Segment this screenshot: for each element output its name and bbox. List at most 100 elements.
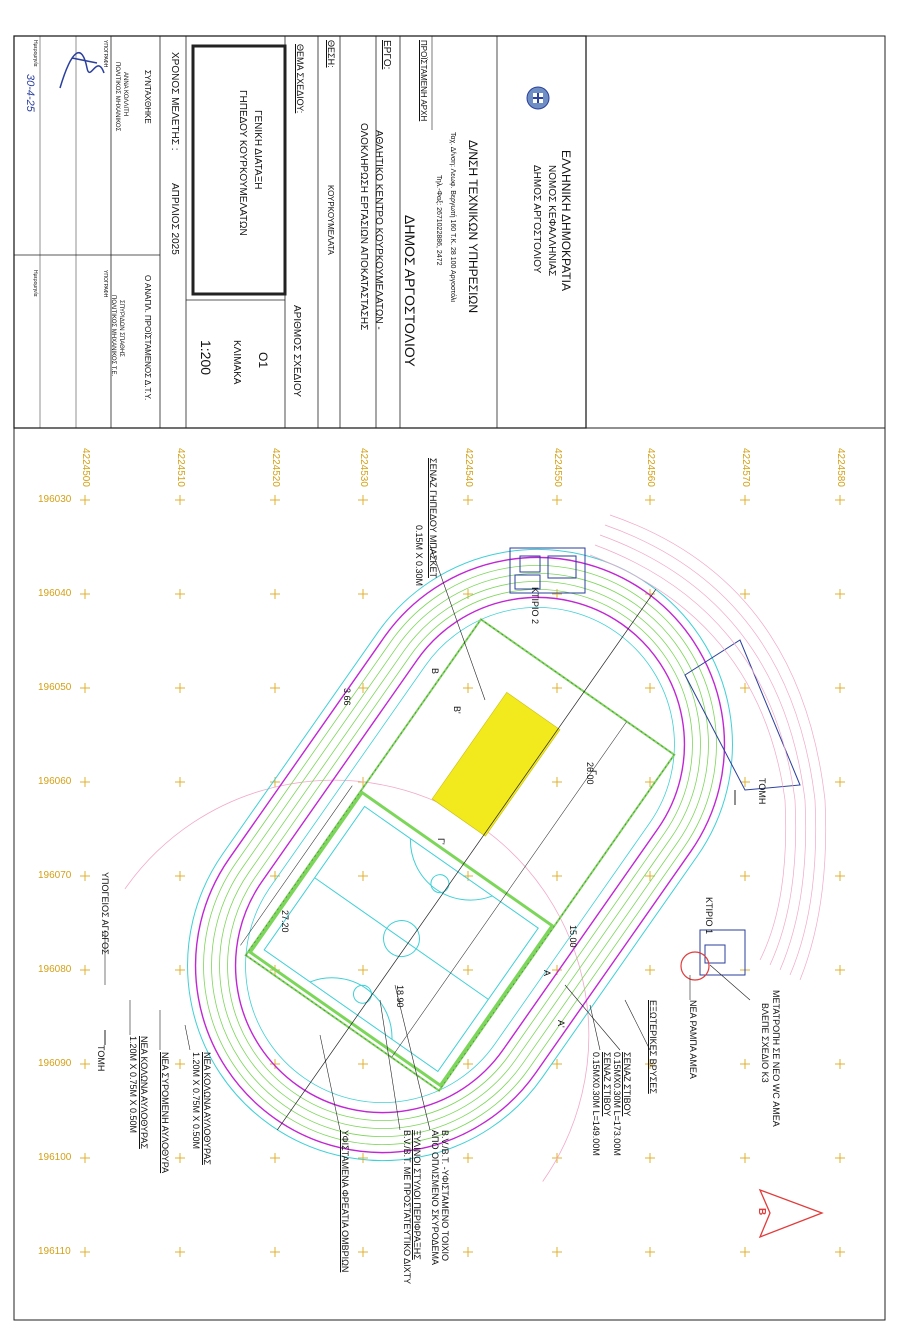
section-label-top: ΤΟΜΗ [757,778,767,805]
column2-line1: ΝΕΑ ΚΟΛΩΝΑ ΑΥΛΟΘΥΡΑΣ [139,1036,149,1149]
track-fence2: ΣΕΝΑΖ ΣΤΙΒΟΥ [602,1052,612,1117]
building2-label: ΚΤΙΡΙΟ 2 [530,587,540,625]
leader-lines [104,544,751,1131]
prefecture-text: ΝΟΜΟΣ ΚΕΦΑΛΛΗΝΙΑΣ [546,165,557,277]
northing-label: 4224500 [80,448,91,487]
building-1 [699,929,746,976]
date-label-right: Ημερομηνία [32,270,38,297]
easting-label: 196100 [38,1152,72,1163]
approver-title: ΠΟΛΙΤΙΚΟΣ ΜΗΧΑΝΙΚΟΣ Τ.Ε. [110,295,116,377]
approver-name: ΣΠΥΡΙΔΩΝ ΣΠΑΘΗΣ [118,300,124,357]
northing-label: 4224550 [552,448,563,487]
building-2 [509,547,586,594]
track [187,548,733,1162]
section-axis [276,589,657,1131]
north-label: Β [756,1208,767,1216]
dim-1500: 15.00 [568,925,578,948]
stadium-group [124,548,733,1182]
sliding-gate: ΝΕΑ ΣΥΡΟΜΕΝΗ ΑΥΛΟΘΥΡΑ [160,1052,170,1174]
basketball-court [248,790,555,1088]
column1-line1: ΝΕΑ ΚΟΛΩΝΑ ΑΥΛΟΘΥΡΑΣ [202,1052,212,1165]
poles-line2: Β.V./Β.Τ. ΜΕ ΠΡΟΣΤΑΤΕΥΤΙΚΟ ΔΙΧΤΥ [402,1130,412,1285]
mark-b2: Β' [452,706,462,714]
section-label-bottom: ΤΟΜΗ [96,1045,106,1072]
wc-line1: ΜΕΤΑΤΡΟΠΗ ΣΕ ΝΕΟ WC ΑΜΕΑ [771,990,781,1127]
scale-label: ΚΛΙΜΑΚΑ [231,340,242,385]
address-text: Ταχ. Δ/νση: Λεωφ. Βεργωτή 160 Τ.Κ. 28 10… [449,132,456,302]
north-arrow [758,1188,824,1239]
wall-line1: Β.V./Β.Τ. -ΥΦΙΣΤΑΜΕΝΟ ΤΟΙΧΙΟ [440,1130,450,1261]
poles-line1: ΞΥΛΙΝΟΙ ΣΤΥΛΟΙ ΠΕΡΙΦΡΑΞΗΣ [412,1130,422,1260]
compiler-name: ΑΝΝΑ ΚΟΛΛΙΤΗ [122,72,128,117]
northing-label: 4224560 [645,448,656,487]
yellow-area [431,691,561,837]
mark-b: Β [430,668,440,675]
mark-g2: Γ' [436,838,446,845]
date-label-left: Ημερομηνία [32,40,38,67]
fountains-label: ΕΞΩΤΕΡΙΚΕΣ ΒΡΥΣΕΣ [648,1000,658,1094]
grandstand [684,639,801,791]
manholes-label: ΥΦΙΣΤΑΜΕΝΑ ΦΡΕΑΤΙΑ ΟΜΒΡΙΩΝ [340,1130,350,1273]
department-text: Δ/ΝΣΗ ΤΕΧΝΙΚΩΝ ΥΠΗΡΕΣΙΩΝ [466,140,480,314]
stand-arcs [589,514,827,981]
wall-line2: ΑΠΟ ΟΠΛΙΣΜΕΝΟ ΣΚΥΡΟΔΕΜΑ [430,1130,440,1265]
basket-fence-dim: 0.15Μ Χ 0.30Μ [414,525,424,587]
easting-label: 196050 [38,682,72,693]
authority-label: ΠΡΟΪΣΤΑΜΕΝΗ ΑΡΧΗ [419,40,428,122]
subject-label: ΘΕΜΑ ΣΧΕΔΙΟΥ: [295,44,305,114]
track-fence1-dim: 0.15ΜΧ0.30Μ L=173.00Μ [612,1052,622,1156]
basket-fence-label: ΣΕΝΑΖ ΓΗΠΕΔΟΥ ΜΠΑΣΚΕΤ [428,458,438,578]
northing-label: 4224580 [835,448,846,487]
compiled-label: ΣΥΝΤΑΧΘΗΚΕ [143,70,152,124]
drain-label: ΥΠΟΓΕΙΟΣ ΑΓΩΓΟΣ [100,872,110,955]
municipality-text: ΔΗΜΟΣ ΑΡΓΟΣΤΟΛΙΟΥ [531,165,542,274]
drawing-no-label: ΑΡΙΘΜΟΣ ΣΧΕΔΙΟΥ [291,305,302,398]
track-fence1: ΣΕΝΑΖ ΣΤΙΒΟΥ [622,1052,632,1117]
northing-label: 4224570 [740,448,751,487]
subject-line2: ΓΗΠΕΔΟΥ ΚΟΥΡΚΟΥΜΕΛΑΤΩΝ [237,90,248,236]
wc-line2: ΒΛΕΠΕ ΣΧΕΔΙΟ Κ3 [760,1003,770,1083]
study-time-label: ΧΡΟΝΟΣ ΜΕΛΕΤΗΣ : [169,52,180,151]
easting-label: 196030 [38,494,72,505]
mark-a: Α [542,970,552,977]
easting-label: 196070 [38,870,72,881]
location-value: ΚΟΥΡΚΟΥΜΕΛΑΤΑ [326,185,335,255]
signature-label-right: ΥΠΟΓΡΑΦΗ [102,270,108,298]
easting-label: 196110 [38,1246,71,1257]
northing-label: 4224510 [175,448,186,487]
compiler-title: ΠΟΛΙΤΙΚΟΣ ΜΗΧΑΝΙΚΟΣ [114,62,120,132]
project-line1: ΑΘΛΗΤΙΚΟ ΚΕΝΤΡΟ ΚΟΥΡΚΟΥΜΕΛΑΤΩΝ - [373,130,384,330]
approver-label: Ο ΑΝΑΠΛ. ΠΡΟΪΣΤΑΜΕΝΟΣ Δ.Τ.Υ. [143,275,152,401]
date-value: 30-4-25 [24,74,36,112]
subject-box [191,44,287,296]
drawing-no: Ο1 [256,352,270,369]
wc-marker-circle [680,951,710,981]
building1-label: ΚΤΙΡΙΟ 1 [704,897,714,935]
dim-2720: 27.20 [280,910,290,933]
northing-label: 4224520 [270,448,281,487]
field-outline [244,617,676,1093]
easting-label: 196080 [38,964,72,975]
easting-label: 196090 [38,1058,72,1069]
subject-line1: ΓΕΝΙΚΗ ΔΙΑΤΑΞΗ [252,110,263,190]
mark-g: Γ [588,770,598,775]
column1-line2: 1.20Μ Χ 0.75Μ Χ 0.50Μ [191,1052,201,1150]
authority-value: ΔΗΜΟΣ ΑΡΓΟΣΤΟΛΙΟΥ [402,215,418,367]
location-label: ΘΕΣΗ: [326,40,336,68]
republic-text: ΕΛΛΗΝΙΚΗ ΔΗΜΟΚΡΑΤΙΑ [559,150,573,291]
phone-text: Τηλ.-Φαξ: 2671022886, 2472 [435,175,442,266]
dim-1890: 18.90 [395,985,405,1008]
project-line2: ΟΛΟΚΛΗΡΩΣΗ ΕΡΓΑΣΙΩΝ ΑΠΟΚΑΤΑΣΤΑΣΗΣ [358,123,369,331]
signature-mark [59,52,105,89]
easting-label: 196040 [38,588,72,599]
mark-a2: Α' [556,1020,566,1028]
dim-366: 3.66 [342,688,352,706]
northing-label: 4224530 [358,448,369,487]
scale-value: 1:200 [198,340,214,376]
column2-line2: 1.20Μ Χ 0.75Μ Χ 0.50Μ [128,1036,138,1134]
study-time-value: ΑΠΡΙΛΙΟΣ 2025 [169,183,180,255]
easting-label: 196060 [38,776,72,787]
project-label: ΕΡΓΟ: [381,40,392,70]
